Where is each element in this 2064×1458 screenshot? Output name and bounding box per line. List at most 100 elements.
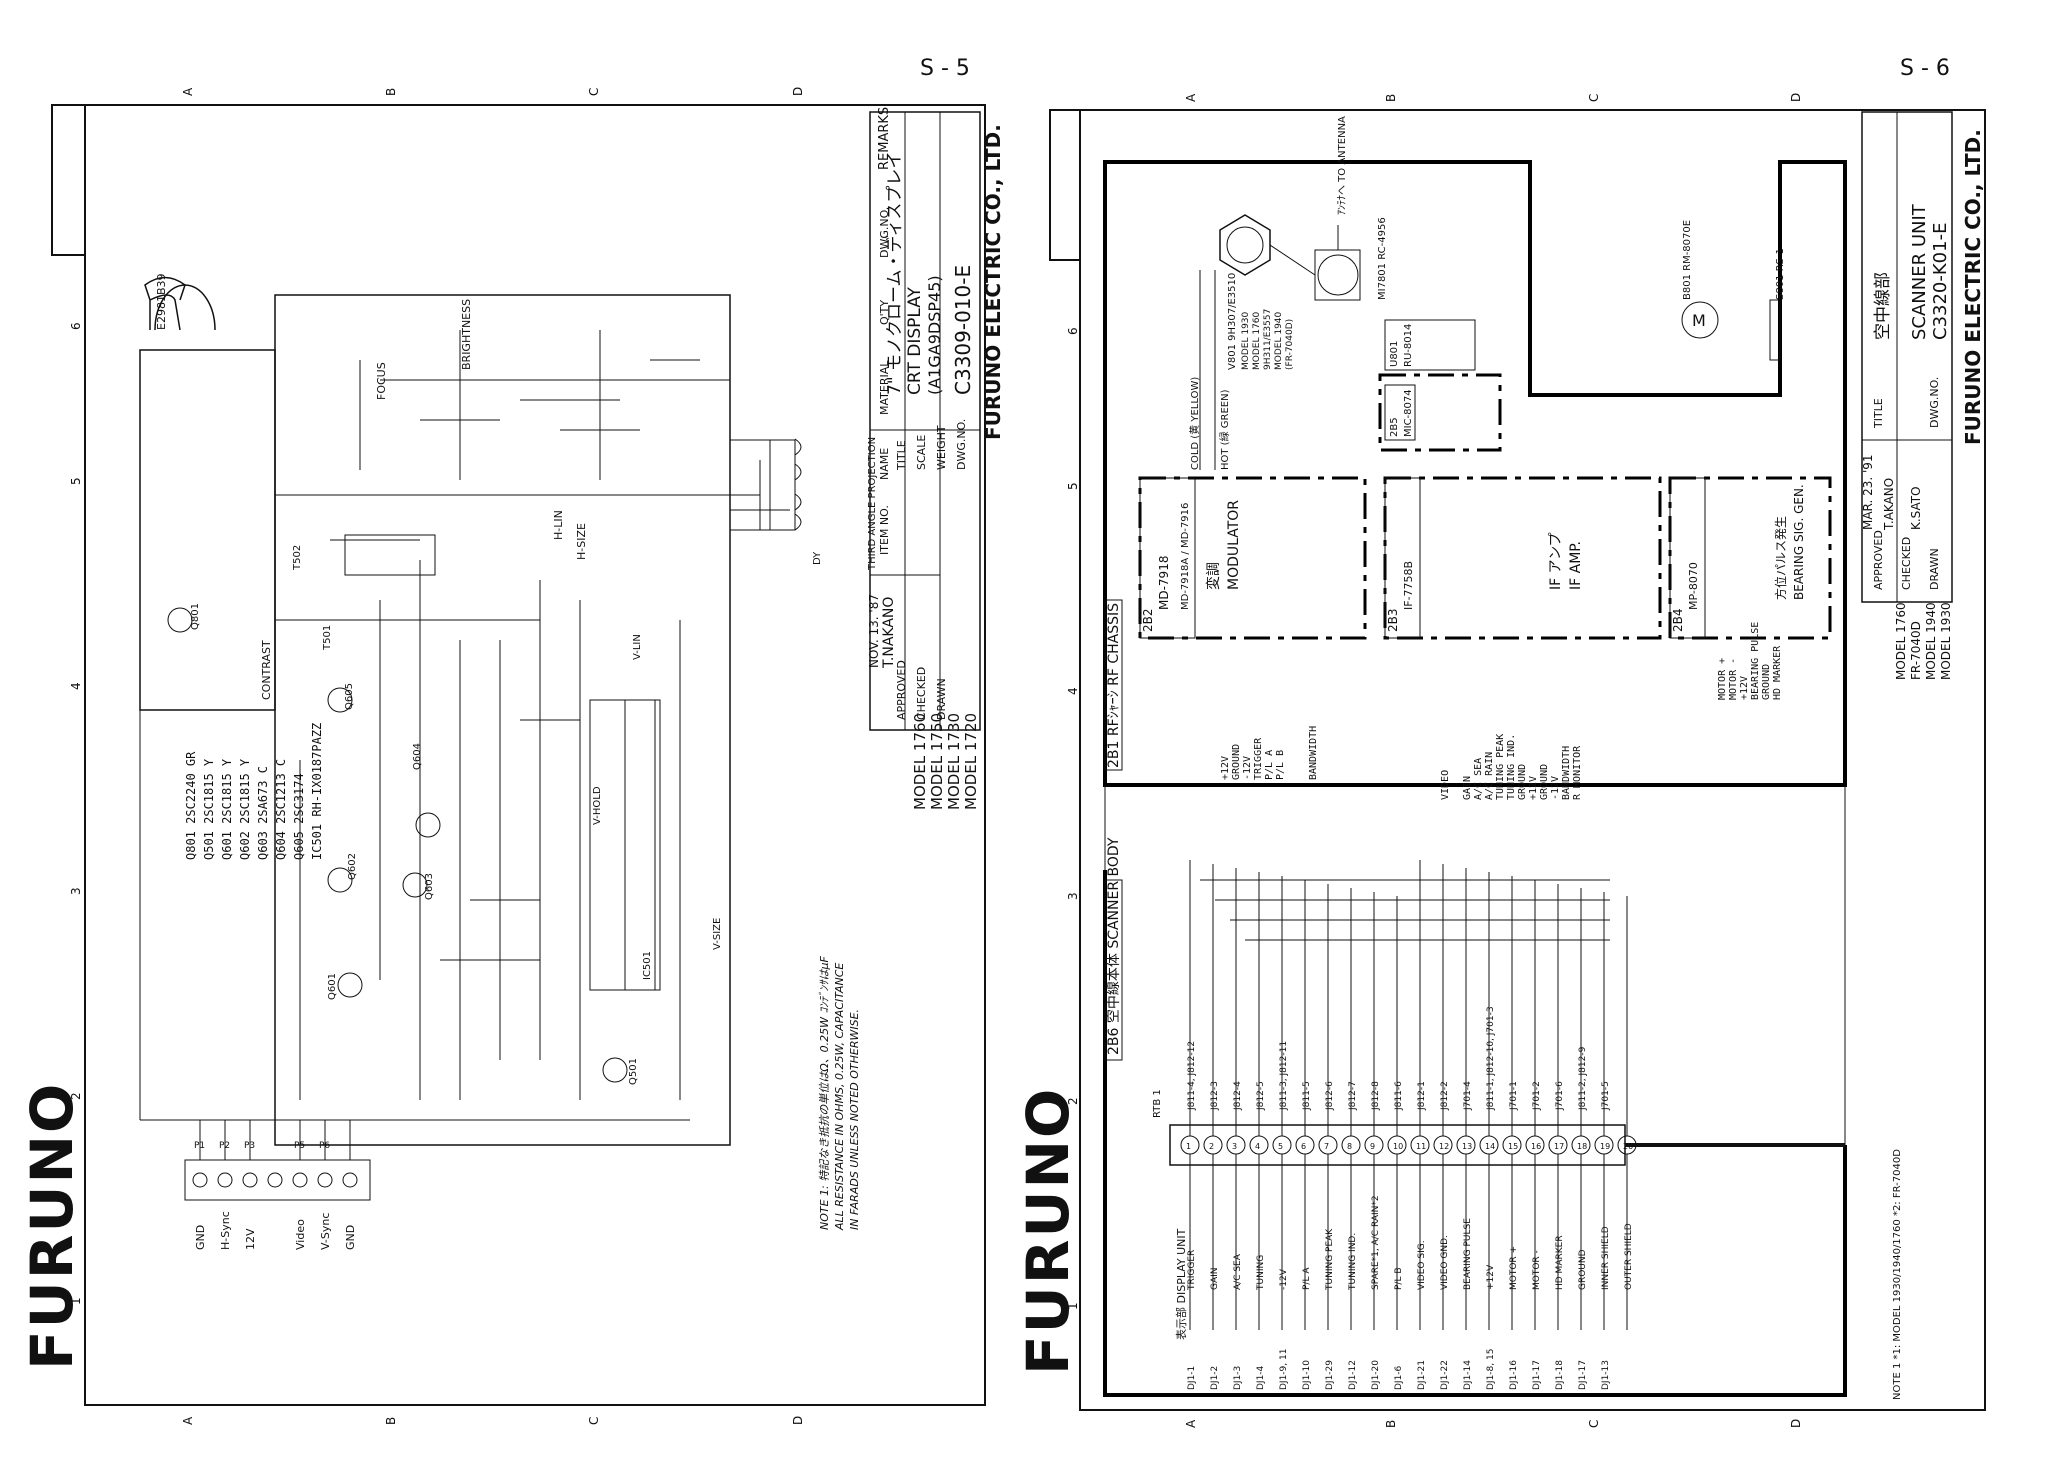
svg-text:Q605: Q605 (344, 683, 355, 710)
svg-text:DRAWN: DRAWN (935, 678, 948, 720)
svg-text:MD-7918A / MD-7916: MD-7918A / MD-7916 (1180, 503, 1191, 610)
mic-and-limiter: 2B5 MIC-8074 U801 RU-8014 (1378, 319, 1502, 452)
svg-text:GROUND: GROUND (1761, 664, 1772, 700)
left-col-letters: A B C D A B C D (181, 87, 805, 1425)
svg-text:12V: 12V (244, 1228, 257, 1250)
svg-text:DWG.NO.: DWG.NO. (878, 207, 891, 258)
svg-text:GROUND: GROUND (1231, 744, 1242, 780)
svg-text:Q604 2SC1213 C: Q604 2SC1213 C (274, 759, 288, 860)
signal-label: TUNING PEAK (1325, 1228, 1335, 1291)
svg-text:MODEL 1940: MODEL 1940 (1924, 602, 1938, 680)
svg-text:V-LIN: V-LIN (632, 634, 643, 660)
signal-label: DJ1-20 (1371, 1360, 1381, 1390)
svg-text:HD MARKER: HD MARKER (1772, 645, 1783, 700)
signal-label: DJ1-2 (1210, 1366, 1220, 1390)
signal-label: DJ1-8, 15 (1486, 1349, 1496, 1390)
svg-text:2: 2 (1066, 1097, 1080, 1105)
svg-text:Q603: Q603 (424, 873, 435, 900)
svg-text:DWG.NO.: DWG.NO. (1928, 377, 1941, 428)
signal-label: +12V (1486, 1264, 1496, 1290)
signal-label: TUNING IND. (1348, 1233, 1358, 1291)
signal-label: GROUND (1578, 1249, 1588, 1290)
signal-label: J701-6 (1555, 1081, 1565, 1111)
svg-text:-12V: -12V (1242, 756, 1253, 780)
svg-text:P3: P3 (244, 1141, 255, 1151)
signal-label: BEARING PULSE (1463, 1218, 1473, 1290)
signal-label: J811-1, J812-10, J701-3 (1486, 1006, 1496, 1111)
left-row-numbers: 6 5 4 3 2 1 (69, 322, 83, 1305)
svg-text:4: 4 (69, 682, 83, 690)
right-note: NOTE 1 *1: MODEL 1930/1940/1760 *2: FR-7… (1892, 1149, 1903, 1400)
svg-text:V801 9H307/E3510: V801 9H307/E3510 (1227, 273, 1238, 370)
svg-text:IF AMP.: IF AMP. (1568, 541, 1584, 590)
svg-text:Q801 2SC2240 GR: Q801 2SC2240 GR (184, 751, 198, 860)
svg-text:2B5: 2B5 (1389, 417, 1400, 437)
svg-text:+12V: +12V (1220, 756, 1231, 780)
terminal-number: 9 (1370, 1142, 1375, 1151)
svg-text:6: 6 (1066, 327, 1080, 335)
svg-text:A: A (1184, 1419, 1198, 1428)
signal-label: MOTOR - (1532, 1250, 1542, 1290)
svg-text:変調: 変調 (1205, 562, 1222, 590)
signal-label: J812-5 (1256, 1081, 1266, 1111)
svg-text:CHECKED: CHECKED (915, 667, 928, 720)
svg-text:D: D (791, 87, 805, 96)
signal-label: GAIN (1210, 1267, 1220, 1290)
signal-label: DJ1-14 (1463, 1360, 1473, 1390)
svg-text:Q605 2SC3174: Q605 2SC3174 (292, 773, 306, 860)
svg-text:TRIGGER: TRIGGER (1253, 737, 1264, 780)
svg-text:A/C SEA: A/C SEA (1473, 758, 1484, 800)
svg-text:+12V: +12V (1739, 676, 1750, 700)
svg-text:MODEL 1720: MODEL 1720 (962, 713, 980, 810)
svg-text:2B4: 2B4 (1671, 608, 1685, 632)
rf-chassis-label: 2B1 RFｼｬｰｼ RF CHASSIS (1106, 603, 1122, 768)
signal-label: INNER SHIELD (1601, 1226, 1611, 1290)
left-tab (51, 104, 86, 256)
right-company: FURUNO ELECTRIC CO., LTD. (1961, 129, 1985, 445)
svg-text:P6: P6 (319, 1141, 330, 1151)
svg-text:D: D (1789, 1419, 1803, 1428)
terminal-number: 14 (1485, 1142, 1495, 1151)
terminal-number: 3 (1232, 1142, 1237, 1151)
page-number-s5: S - 5 (920, 56, 970, 81)
svg-text:NAME: NAME (878, 448, 891, 480)
signal-label: J812-6 (1325, 1081, 1335, 1111)
signal-label: J812-1 (1417, 1081, 1427, 1111)
svg-text:RU-8014: RU-8014 (1403, 324, 1414, 367)
signal-label: VIDEO GND. (1440, 1235, 1450, 1290)
signal-label: J811-3, J812-11 (1279, 1041, 1289, 1111)
svg-text:THIRD ANGLE PROJECTION: THIRD ANGLE PROJECTION (867, 437, 878, 571)
svg-text:Q602: Q602 (347, 853, 358, 880)
terminal-number: 17 (1554, 1142, 1564, 1151)
svg-text:5: 5 (1066, 482, 1080, 490)
svg-text:CONTRAST: CONTRAST (260, 640, 273, 700)
svg-text:Q601: Q601 (327, 973, 338, 1000)
left-company: FURUNO ELECTRIC CO., LTD. (981, 124, 1005, 440)
svg-text:MOTOR -: MOTOR - (1728, 658, 1739, 700)
terminal-number: 18 (1577, 1142, 1587, 1151)
signal-label: J812-3 (1210, 1081, 1220, 1111)
svg-text:P1: P1 (194, 1141, 205, 1151)
left-circuit: CONTRAST BRIGHTNESS FOCUS H-LIN H-SIZE V… (139, 274, 823, 1201)
svg-text:GAIN: GAIN (1462, 776, 1473, 800)
signal-label: J812-7 (1348, 1081, 1358, 1111)
svg-text:9H311/E3557: 9H311/E3557 (1263, 309, 1273, 370)
svg-text:NOTE 1: 特記なき抵抗の単位はΩ、0.25W ｺﾝﾃ: NOTE 1: 特記なき抵抗の単位はΩ、0.25W ｺﾝﾃﾞﾝｻはμF (818, 955, 831, 1230)
signal-label: SPARE*1, A/C RAIN*2 (1371, 1195, 1381, 1290)
terminal-number: 13 (1462, 1142, 1472, 1151)
terminal-number: 8 (1347, 1142, 1352, 1151)
signal-wires (1189, 860, 1628, 1330)
svg-text:方位パルス発生: 方位パルス発生 (1773, 516, 1788, 600)
svg-text:TUNING PEAK: TUNING PEAK (1495, 734, 1506, 800)
svg-text:BEARING PULSE: BEARING PULSE (1750, 622, 1761, 700)
svg-text:FR-7040D: FR-7040D (1909, 621, 1923, 680)
signal-label: J701-5 (1601, 1081, 1611, 1111)
right-title-en: SCANNER UNIT (1909, 203, 1930, 340)
svg-text:MODEL 1940: MODEL 1940 (1274, 311, 1284, 370)
svg-text:WEIGHT: WEIGHT (935, 425, 948, 470)
terminal-number: 7 (1324, 1142, 1329, 1151)
signal-label: DJ1-21 (1417, 1360, 1427, 1390)
right-sheet-s6: S - 6 A B C D A B C D 6 5 4 3 2 1 FURUNO… (1014, 56, 1986, 1428)
svg-text:ALL RESISTANCE IN OHMS, 0.25W,: ALL RESISTANCE IN OHMS, 0.25W, CAPACITAN… (833, 963, 846, 1231)
